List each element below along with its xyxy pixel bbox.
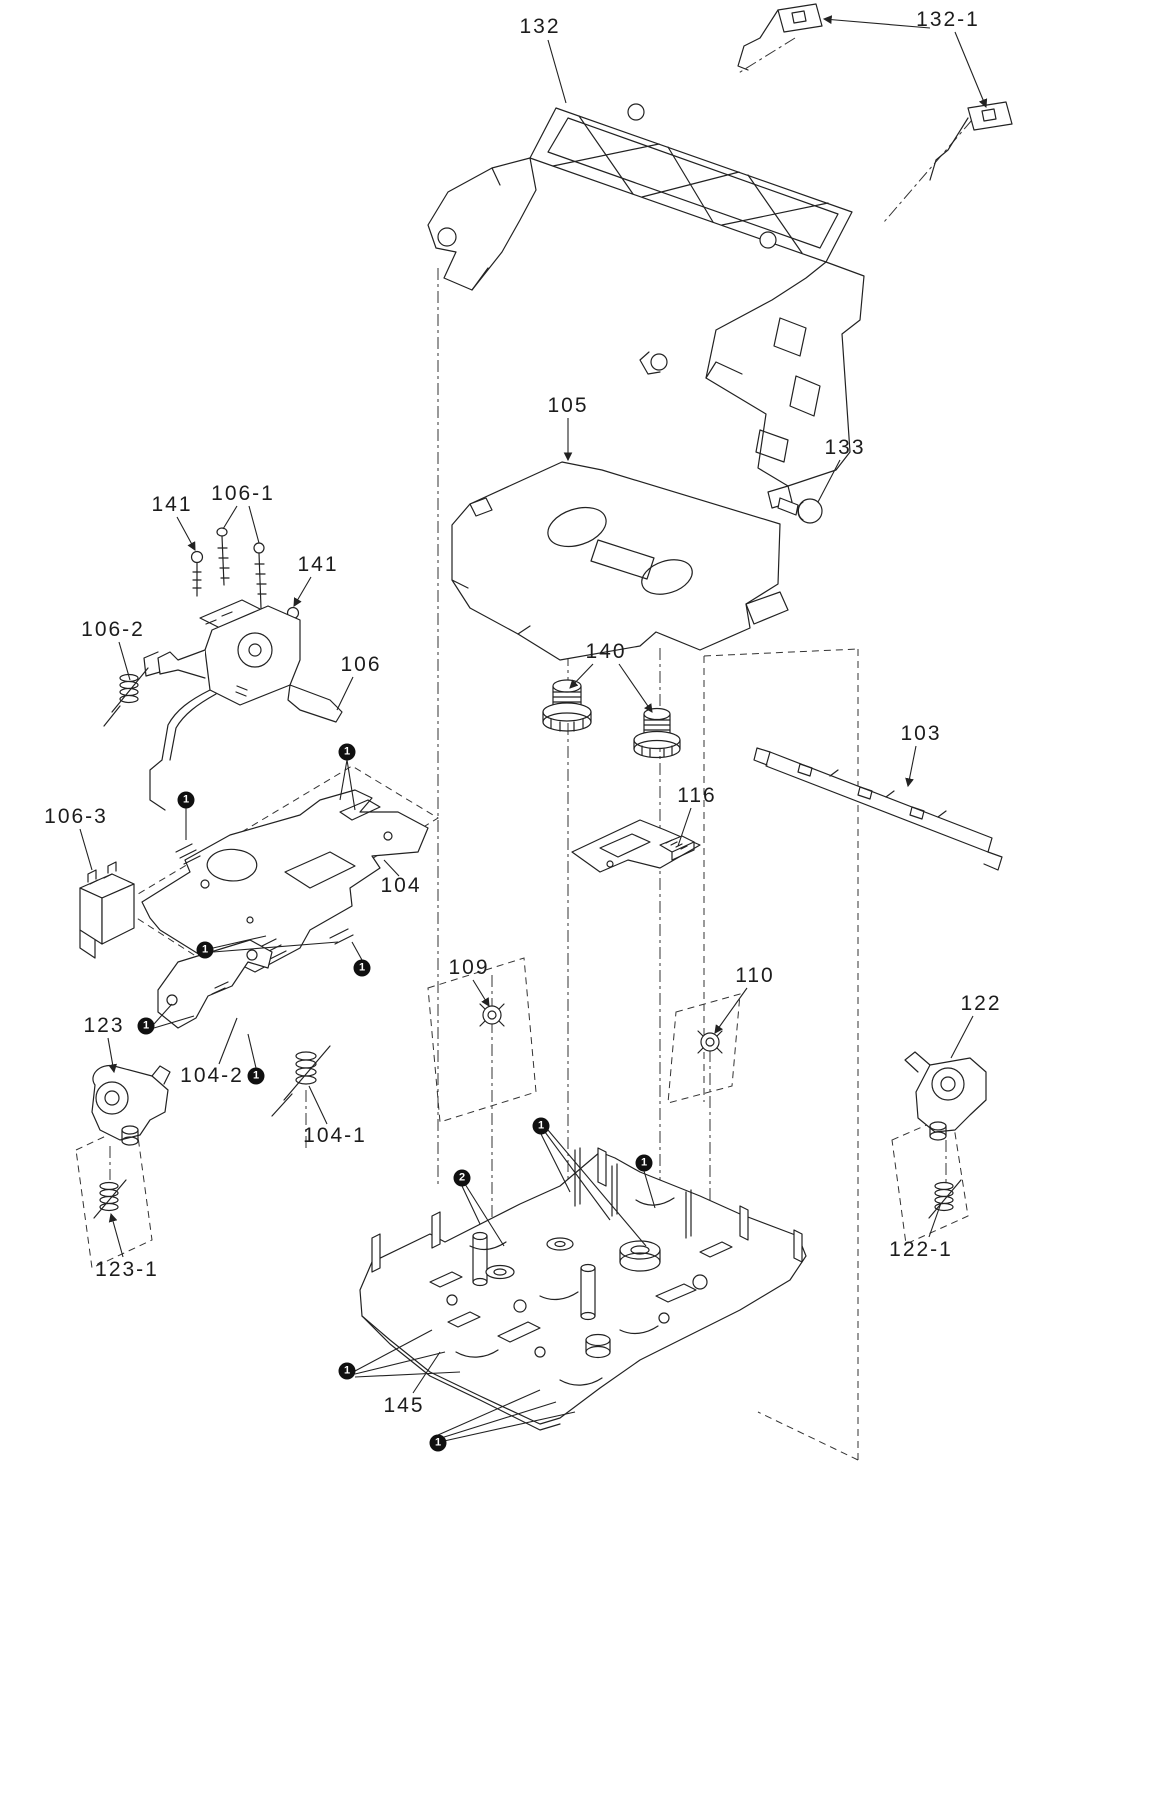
callout-104-1: 104-1 [303, 1124, 367, 1147]
part-123-1-spring [93, 1179, 127, 1219]
part-122-1-spring [928, 1179, 962, 1219]
callout-141-b: 141 [297, 553, 339, 576]
callout-106: 106 [340, 653, 382, 676]
index-marker-1: 1 [635, 1154, 653, 1172]
callout-116: 116 [677, 784, 717, 807]
part-106-3-connector [79, 861, 135, 959]
index-marker-1: 1 [177, 791, 195, 809]
part-104-1-spring [271, 1045, 331, 1117]
callout-145: 145 [383, 1394, 425, 1417]
part-104-2-bracket [157, 939, 273, 1029]
index-marker-1: 1 [137, 1017, 155, 1035]
part-103-guide-strip [753, 747, 1003, 871]
callout-106-1: 106-1 [211, 482, 275, 505]
callout-105: 105 [547, 394, 589, 417]
callout-122: 122 [960, 992, 1002, 1015]
callout-106-3: 106-3 [44, 805, 108, 828]
callout-103: 103 [900, 722, 942, 745]
callout-132: 132 [519, 15, 561, 38]
index-marker-1: 1 [429, 1434, 447, 1452]
reference-planes [75, 648, 969, 1461]
index-marker-1: 1 [247, 1067, 265, 1085]
callout-133: 133 [824, 436, 866, 459]
callout-104: 104 [380, 874, 422, 897]
part-110-grommet [697, 1030, 723, 1054]
index-marker-1: 1 [196, 941, 214, 959]
part-106-2-spring [103, 667, 149, 727]
index-marker-1: 1 [532, 1117, 550, 1135]
callout-140: 140 [585, 640, 627, 663]
index-marker-1: 1 [338, 743, 356, 761]
callout-141-a: 141 [151, 493, 193, 516]
callout-106-2: 106-2 [81, 618, 145, 641]
part-140-knurled-nuts [542, 679, 681, 759]
leader-lines [79, 15, 988, 1442]
part-122-latch [904, 1051, 987, 1141]
callout-122-1: 122-1 [889, 1238, 953, 1261]
callout-110: 110 [735, 964, 775, 987]
callout-132-1: 132-1 [916, 8, 980, 31]
part-116-sensor-plate [571, 819, 701, 873]
part-105-cover-plate [451, 461, 789, 661]
part-133-pin [777, 497, 823, 524]
index-marker-1: 1 [338, 1362, 356, 1380]
callout-123-1: 123-1 [95, 1258, 159, 1281]
part-106-motor-assembly [143, 599, 343, 811]
part-132-1-clips [737, 3, 1013, 181]
index-marker-1: 1 [353, 959, 371, 977]
part-123-latch [91, 1064, 171, 1146]
index-marker-2: 2 [453, 1169, 471, 1187]
part-132-carriage-frame [427, 103, 865, 509]
part-145-base-plate [359, 1147, 807, 1431]
part-109-grommet [479, 1003, 505, 1027]
callout-104-2: 104-2 [180, 1064, 244, 1087]
callout-123: 123 [83, 1014, 125, 1037]
callout-109: 109 [448, 956, 490, 979]
